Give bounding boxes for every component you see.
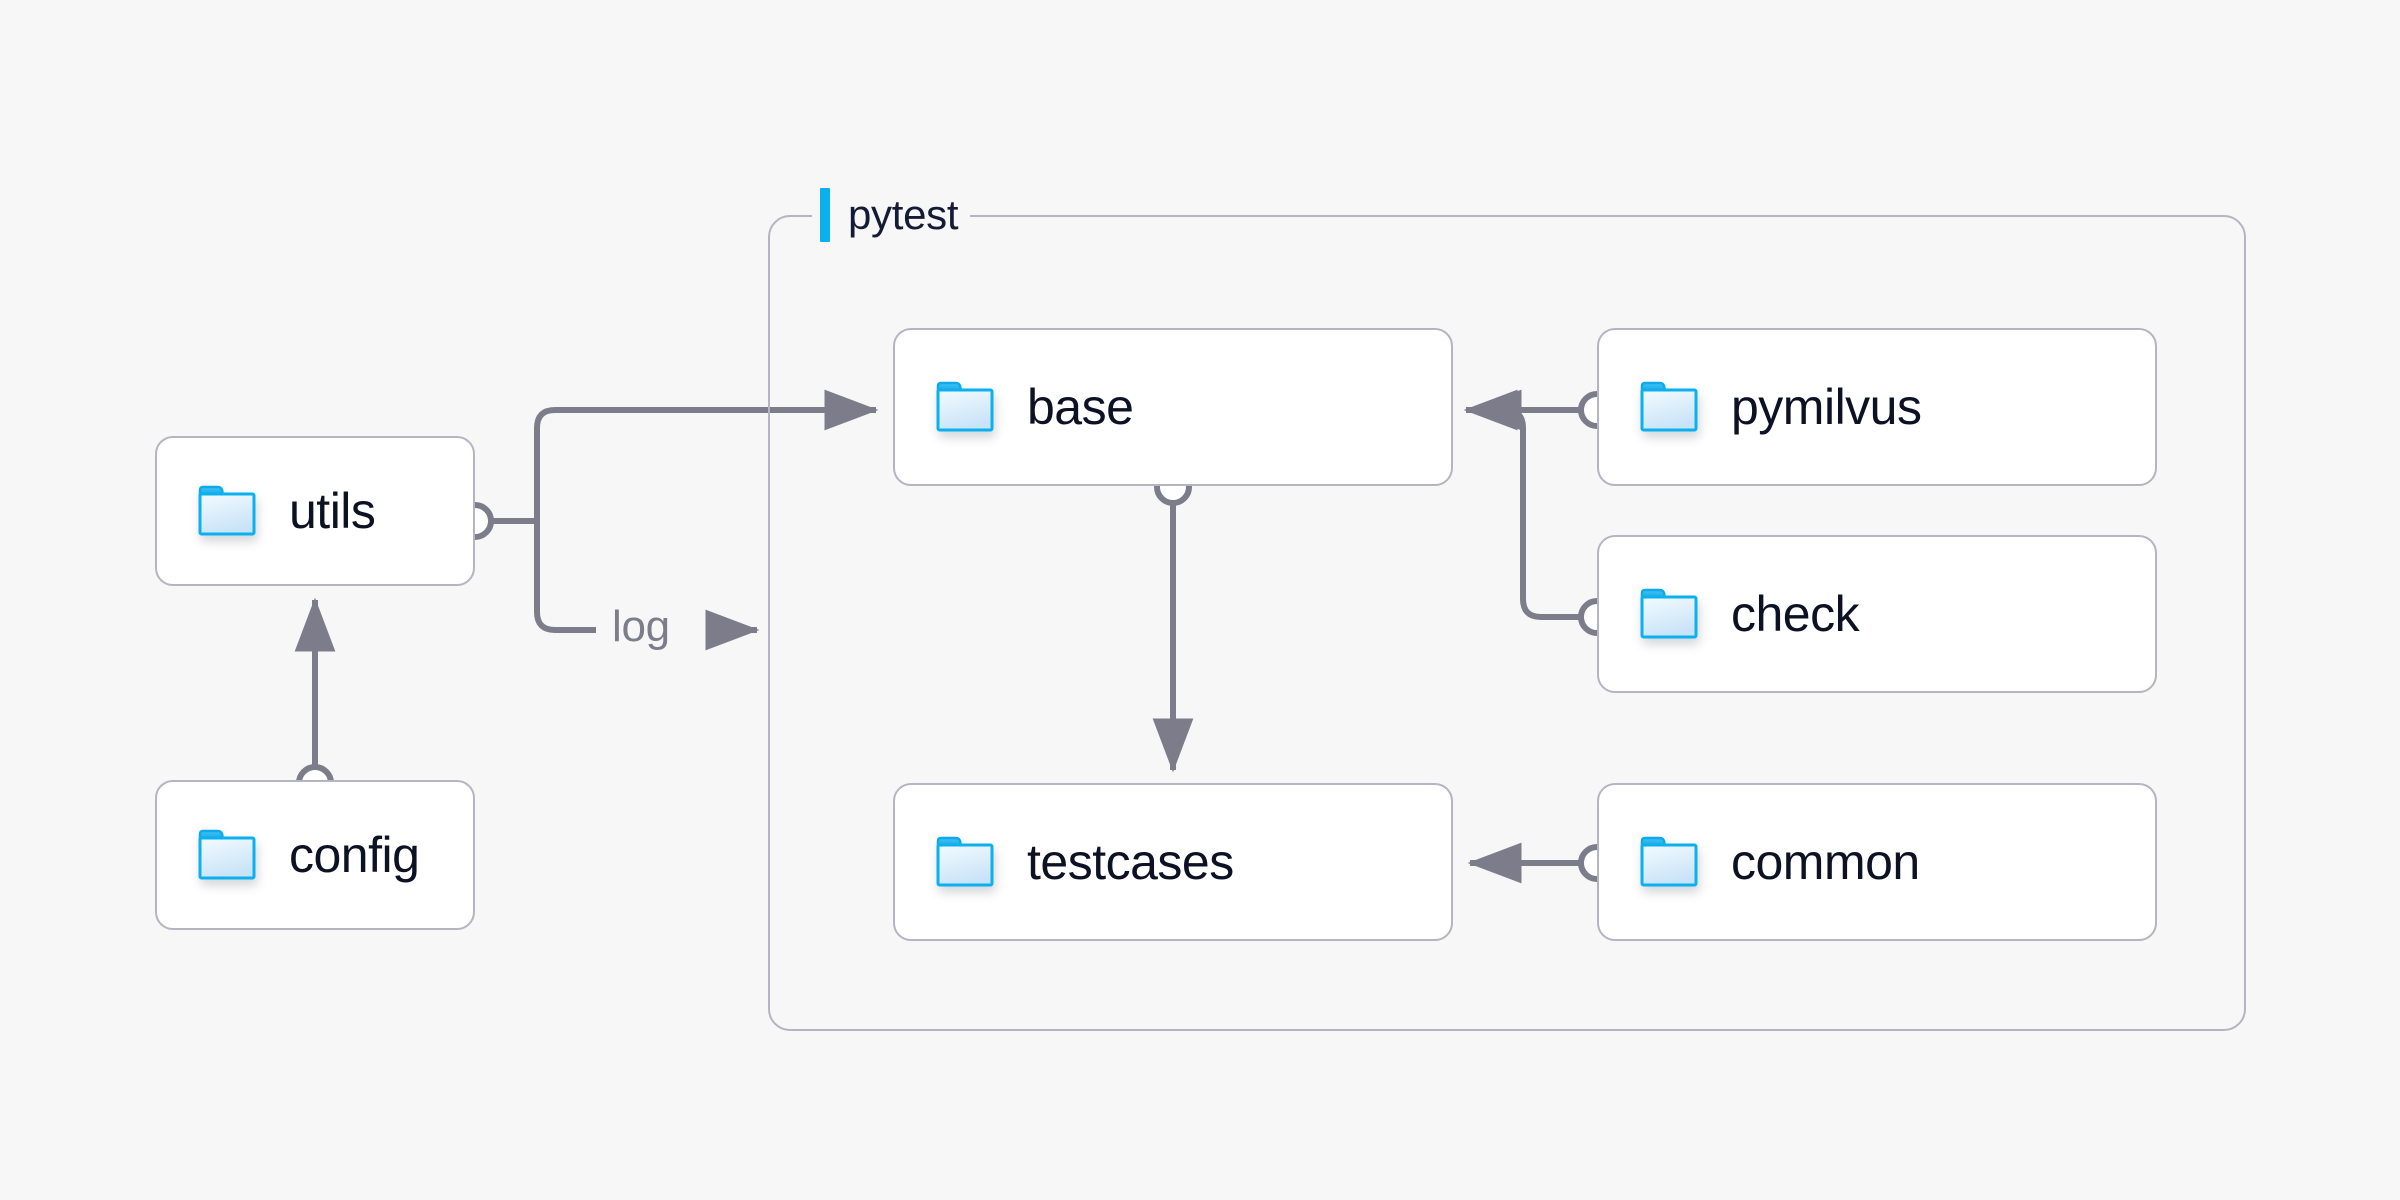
group-container-pytest	[768, 215, 2246, 1031]
node-config[interactable]: config	[155, 780, 475, 930]
group-accent-bar-icon	[820, 188, 830, 242]
node-testcases[interactable]: testcases	[893, 783, 1453, 941]
node-label: utils	[289, 483, 376, 539]
folder-icon	[1639, 836, 1701, 888]
node-check[interactable]: check	[1597, 535, 2157, 693]
node-base[interactable]: base	[893, 328, 1453, 486]
node-utils[interactable]: utils	[155, 436, 475, 586]
node-label: testcases	[1027, 834, 1234, 890]
folder-icon	[935, 836, 997, 888]
node-common[interactable]: common	[1597, 783, 2157, 941]
folder-icon	[197, 829, 259, 881]
folder-icon	[1639, 588, 1701, 640]
edge-config-utils	[294, 597, 336, 802]
node-label: config	[289, 827, 420, 883]
group-label-pytest: pytest	[812, 186, 971, 244]
folder-icon	[935, 381, 997, 433]
node-label: check	[1731, 586, 1860, 642]
node-pymilvus[interactable]: pymilvus	[1597, 328, 2157, 486]
node-label: pymilvus	[1731, 379, 1922, 435]
edge-label-log: log	[604, 602, 678, 652]
node-label: base	[1027, 379, 1134, 435]
folder-icon	[1639, 381, 1701, 433]
folder-icon	[197, 485, 259, 537]
group-label-text: pytest	[848, 191, 959, 238]
node-label: common	[1731, 834, 1920, 890]
